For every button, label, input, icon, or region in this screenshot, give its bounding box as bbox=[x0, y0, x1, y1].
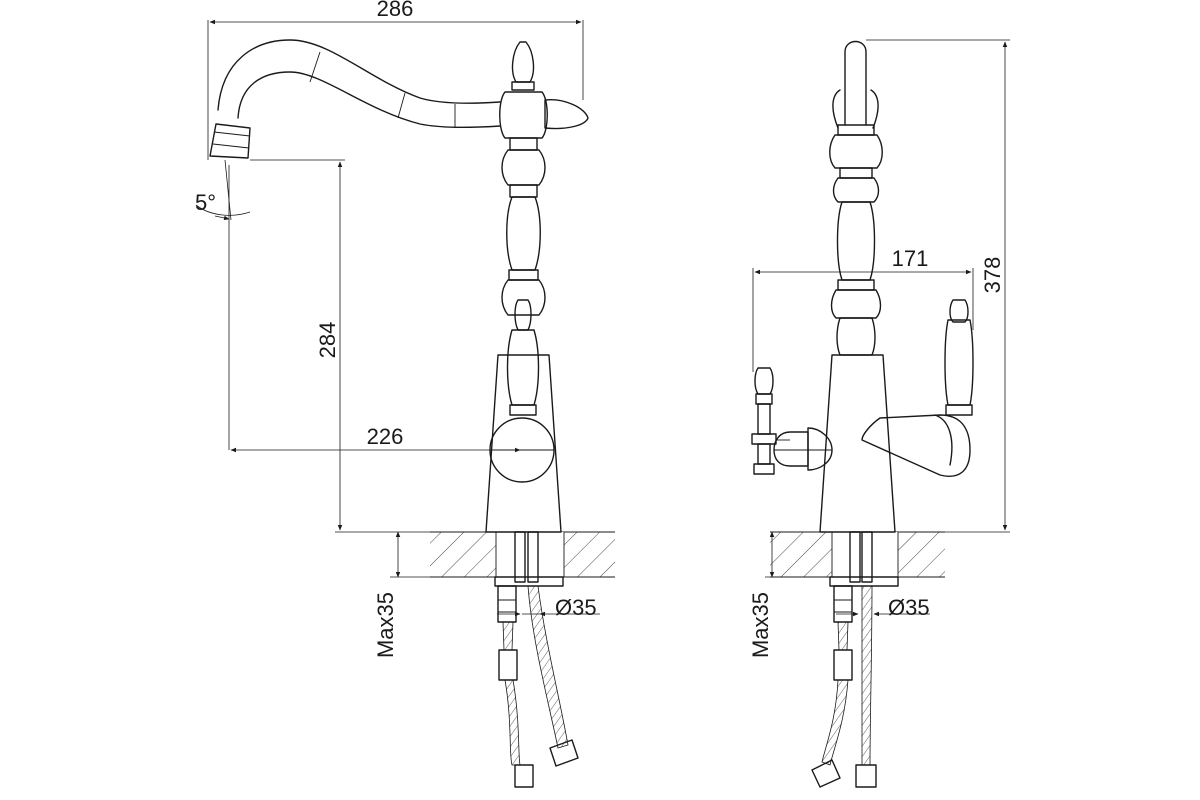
dim-counter-thickness-right: Max35 bbox=[748, 592, 773, 658]
countertop-section-left bbox=[430, 531, 615, 578]
dimension-lines-left bbox=[195, 19, 600, 617]
faucet-body-right bbox=[751, 40, 974, 533]
dim-overall-width: 286 bbox=[377, 0, 414, 21]
dim-spout-reach: 226 bbox=[367, 424, 404, 449]
spout-left bbox=[209, 39, 501, 159]
dimension-lines-right bbox=[752, 39, 1010, 617]
dim-counter-thickness-left: Max35 bbox=[373, 592, 398, 658]
side-view: 286 5° 284 226 Max35 Ø35 bbox=[195, 0, 615, 788]
dim-hole-diameter-right: Ø35 bbox=[888, 595, 930, 620]
dim-outlet-height: 284 bbox=[315, 322, 340, 359]
front-view: 171 378 Max35 Ø35 bbox=[748, 39, 1010, 788]
dim-total-height: 378 bbox=[980, 257, 1005, 294]
dim-handle-span: 171 bbox=[892, 246, 929, 271]
supply-hoses-right bbox=[811, 531, 899, 788]
supply-hoses-left bbox=[494, 531, 579, 788]
faucet-body-left bbox=[485, 41, 589, 533]
countertop-section-right bbox=[770, 531, 945, 578]
dim-spout-angle: 5° bbox=[195, 190, 216, 215]
dim-hole-diameter-left: Ø35 bbox=[555, 595, 597, 620]
